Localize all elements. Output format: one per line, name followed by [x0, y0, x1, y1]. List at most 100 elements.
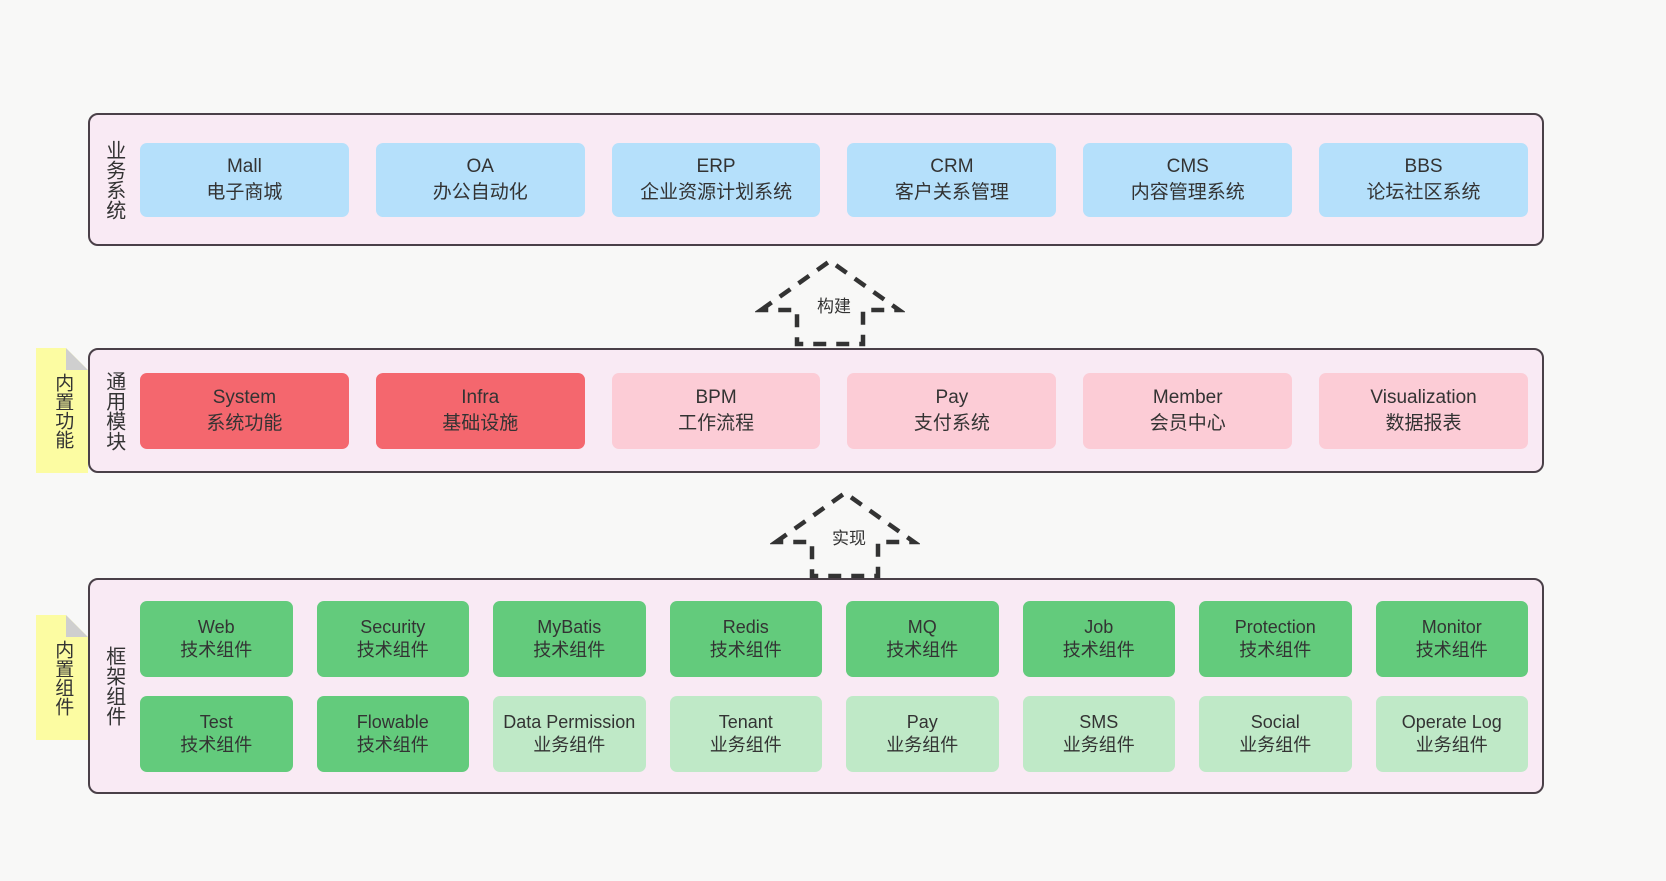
node-member[interactable]: Member 会员中心: [1083, 372, 1293, 449]
node-subtitle: 技术组件: [356, 734, 429, 755]
node-data-permission[interactable]: Data Permission 业务组件: [493, 695, 646, 772]
node-system[interactable]: System 系统功能: [140, 372, 349, 449]
node-title: SMS: [1079, 711, 1119, 732]
node-cms[interactable]: CMS 内容管理系统: [1083, 142, 1293, 217]
node-title: Member: [1152, 387, 1223, 409]
node-title: Redis: [722, 616, 769, 637]
node-subtitle: 业务组件: [1415, 734, 1488, 755]
node-title: Test: [199, 711, 233, 732]
node-pay[interactable]: Pay 支付系统: [847, 372, 1057, 449]
node-title: Pay: [906, 711, 938, 732]
layer-body-business: Mall 电子商城 OA 办公自动化 ERP 企业资源计划系统 CRM 客户关系…: [136, 115, 1542, 244]
node-title: Mall: [226, 156, 262, 178]
note-fold-corner-icon: [66, 615, 88, 637]
node-subtitle: 数据报表: [1385, 412, 1462, 434]
node-title: Job: [1084, 616, 1114, 637]
node-title: Infra: [461, 387, 500, 409]
node-bbs[interactable]: BBS 论坛社区系统: [1319, 142, 1528, 217]
dashed-hollow-arrow-up-icon: [755, 258, 905, 347]
node-subtitle: 业务组件: [886, 734, 959, 755]
layer-common-modules: 通用模块 System 系统功能 Infra 基础设施 BPM 工作流程 Pay…: [88, 348, 1544, 473]
node-subtitle: 业务组件: [533, 734, 606, 755]
node-title: Security: [360, 616, 426, 637]
node-mall[interactable]: Mall 电子商城: [140, 142, 349, 217]
node-mq[interactable]: MQ 技术组件: [846, 600, 999, 677]
node-subtitle: 系统功能: [206, 412, 283, 434]
node-operate-log[interactable]: Operate Log 业务组件: [1375, 695, 1528, 772]
node-web[interactable]: Web 技术组件: [140, 600, 293, 677]
node-title: Pay: [935, 387, 969, 409]
node-oa[interactable]: OA 办公自动化: [375, 142, 585, 217]
node-title: CRM: [930, 156, 974, 178]
node-flowable[interactable]: Flowable 技术组件: [316, 695, 469, 772]
node-subtitle: 电子商城: [206, 181, 283, 203]
layer-title-framework: 框架组件: [102, 646, 125, 726]
note-label: 内置组件: [52, 639, 74, 716]
node-visualization[interactable]: Visualization 数据报表: [1319, 372, 1528, 449]
note-fold-corner-icon: [66, 348, 88, 370]
node-subtitle: 支付系统: [913, 412, 990, 434]
layer-title-business: 业务系统: [102, 139, 125, 220]
layer-business-systems: 业务系统 Mall 电子商城 OA 办公自动化 ERP 企业资源计划系统 CRM…: [88, 113, 1544, 246]
node-subtitle: 技术组件: [180, 639, 253, 660]
node-test[interactable]: Test 技术组件: [140, 695, 293, 772]
layer-title-modules: 通用模块: [102, 370, 125, 451]
node-tenant[interactable]: Tenant 业务组件: [669, 695, 822, 772]
node-sms[interactable]: SMS 业务组件: [1022, 695, 1175, 772]
node-title: System: [212, 387, 277, 409]
layer-body-framework: Web 技术组件 Security 技术组件 MyBatis 技术组件 Redi…: [136, 580, 1542, 792]
node-subtitle: 基础设施: [442, 412, 519, 434]
node-subtitle: 会员中心: [1149, 412, 1226, 434]
node-title: BBS: [1404, 156, 1443, 178]
node-subtitle: 技术组件: [533, 639, 606, 660]
node-title: ERP: [696, 156, 736, 178]
node-protection[interactable]: Protection 技术组件: [1199, 600, 1352, 677]
node-erp[interactable]: ERP 企业资源计划系统: [611, 142, 821, 217]
note-built-in-functions: 内置功能: [36, 348, 88, 473]
arrow-implement-label: 实现: [832, 529, 866, 548]
node-mybatis[interactable]: MyBatis 技术组件: [493, 600, 646, 677]
node-title: MQ: [907, 616, 937, 637]
node-title: Operate Log: [1401, 711, 1502, 732]
node-subtitle: 技术组件: [180, 734, 253, 755]
business-row: Mall 电子商城 OA 办公自动化 ERP 企业资源计划系统 CRM 客户关系…: [140, 142, 1528, 217]
node-subtitle: 内容管理系统: [1130, 181, 1245, 203]
dashed-hollow-arrow-up-icon: [770, 490, 920, 579]
node-title: Monitor: [1421, 616, 1482, 637]
note-label: 内置功能: [52, 372, 74, 449]
modules-row: System 系统功能 Infra 基础设施 BPM 工作流程 Pay 支付系统…: [140, 372, 1528, 449]
node-security[interactable]: Security 技术组件: [316, 600, 469, 677]
node-subtitle: 技术组件: [886, 639, 959, 660]
node-bpm[interactable]: BPM 工作流程: [611, 372, 821, 449]
framework-row-tech: Web 技术组件 Security 技术组件 MyBatis 技术组件 Redi…: [140, 600, 1528, 677]
node-title: CMS: [1166, 156, 1209, 178]
node-subtitle: 技术组件: [356, 639, 429, 660]
node-subtitle: 论坛社区系统: [1366, 181, 1481, 203]
node-subtitle: 办公自动化: [432, 181, 528, 203]
node-subtitle: 业务组件: [1062, 734, 1135, 755]
node-redis[interactable]: Redis 技术组件: [669, 600, 822, 677]
node-subtitle: 技术组件: [1062, 639, 1135, 660]
note-built-in-components: 内置组件: [36, 615, 88, 740]
node-subtitle: 工作流程: [678, 412, 755, 434]
node-subtitle: 企业资源计划系统: [640, 181, 793, 203]
node-social[interactable]: Social 业务组件: [1199, 695, 1352, 772]
arrow-implement: 实现: [770, 488, 920, 580]
node-subtitle: 业务组件: [1239, 734, 1312, 755]
node-subtitle: 技术组件: [1239, 639, 1312, 660]
node-title: Flowable: [356, 711, 429, 732]
node-title: Data Permission: [503, 711, 636, 732]
node-title: MyBatis: [537, 616, 602, 637]
node-crm[interactable]: CRM 客户关系管理: [847, 142, 1057, 217]
node-infra[interactable]: Infra 基础设施: [375, 372, 585, 449]
arrow-build-label: 构建: [817, 297, 851, 316]
node-title: Web: [197, 616, 235, 637]
arrow-build: 构建: [755, 256, 905, 348]
node-pay-business[interactable]: Pay 业务组件: [846, 695, 999, 772]
node-monitor[interactable]: Monitor 技术组件: [1375, 600, 1528, 677]
node-job[interactable]: Job 技术组件: [1022, 600, 1175, 677]
node-subtitle: 业务组件: [709, 734, 782, 755]
node-subtitle: 技术组件: [1415, 639, 1488, 660]
node-title: Social: [1250, 711, 1300, 732]
